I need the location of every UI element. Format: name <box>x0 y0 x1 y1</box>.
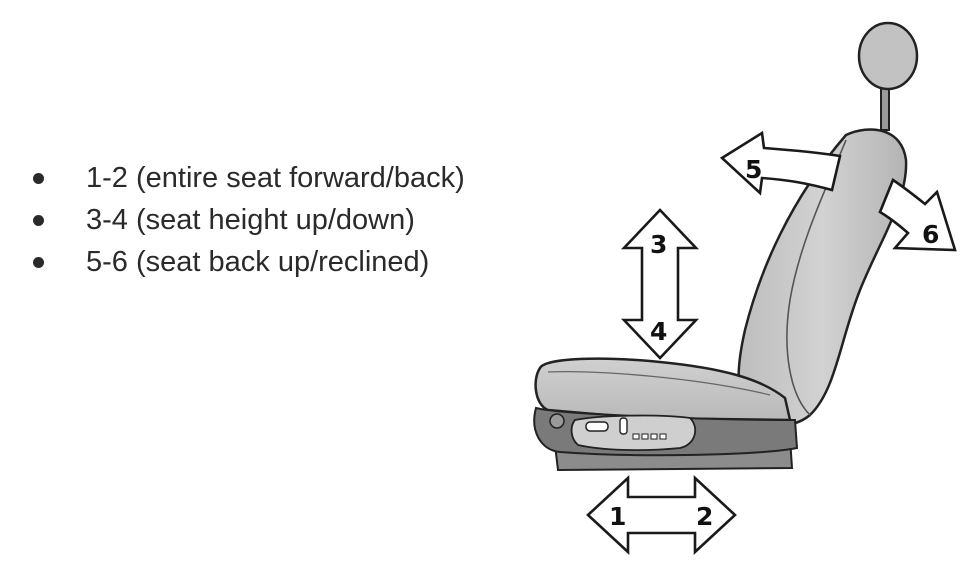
list-item: 1-2 (entire seat forward/back) <box>30 157 465 199</box>
seat-back-recline-arrow: 6 <box>878 178 957 252</box>
headrest <box>857 21 919 131</box>
list-item-text: 1-2 (entire seat forward/back) <box>86 162 465 194</box>
instruction-list: 1-2 (entire seat forward/back) 3-4 (seat… <box>30 157 465 283</box>
arrow-label-1: 1 <box>609 502 626 531</box>
list-item: 3-4 (seat height up/down) <box>30 199 465 241</box>
arrow-label-5: 5 <box>745 155 762 184</box>
forward-back-arrow: 1 2 <box>586 475 737 555</box>
bullet-dot-icon <box>33 173 44 184</box>
seat-back-up-arrow: 5 <box>719 130 842 196</box>
height-arrow: 3 4 <box>620 208 700 360</box>
seat-cushion <box>533 357 799 457</box>
bullet-dot-icon <box>33 257 44 268</box>
list-item: 5-6 (seat back up/reclined) <box>30 241 465 283</box>
bullet-dot-icon <box>33 215 44 226</box>
list-item-text: 3-4 (seat height up/down) <box>86 204 415 236</box>
arrow-label-6: 6 <box>922 220 939 249</box>
arrow-label-3: 3 <box>650 230 667 259</box>
list-item-text: 5-6 (seat back up/reclined) <box>86 246 430 278</box>
arrow-label-2: 2 <box>696 502 713 531</box>
arrow-label-4: 4 <box>650 317 667 346</box>
